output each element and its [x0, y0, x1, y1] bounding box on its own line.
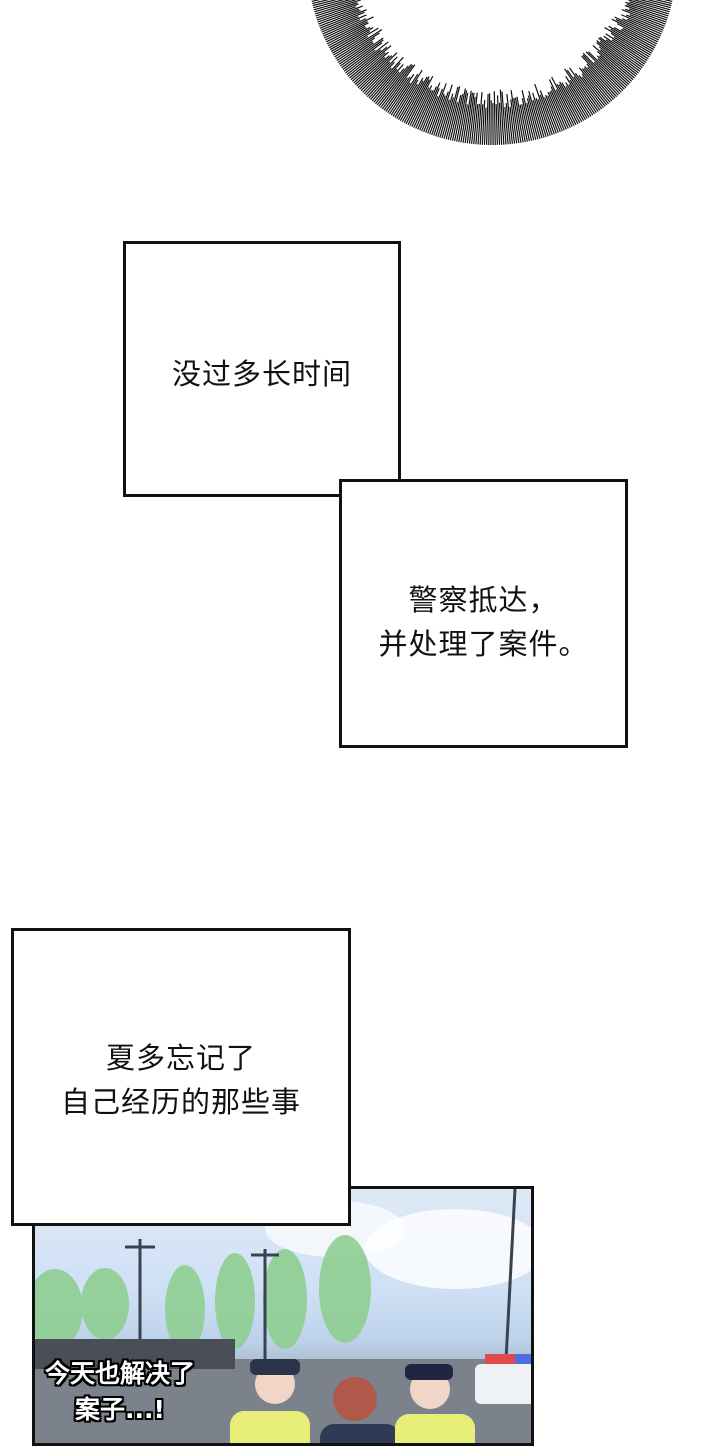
- caption-text-3: 夏多忘记了 自己经历的那些事: [11, 1036, 351, 1124]
- speech-text: 今天也解决了 案子...!: [20, 1356, 220, 1428]
- speed-line: [498, 95, 500, 144]
- speed-line: [496, 104, 497, 145]
- caption-text-1: 没过多长时间: [123, 352, 401, 396]
- radial-burst-effect: [0, 0, 720, 160]
- caption-text-2: 警察抵达， 并处理了案件。: [339, 578, 628, 666]
- speed-line: [484, 108, 486, 145]
- caption-joint: [342, 482, 398, 494]
- speed-line: [494, 91, 495, 145]
- speed-line: [489, 93, 490, 145]
- speed-line: [487, 94, 488, 145]
